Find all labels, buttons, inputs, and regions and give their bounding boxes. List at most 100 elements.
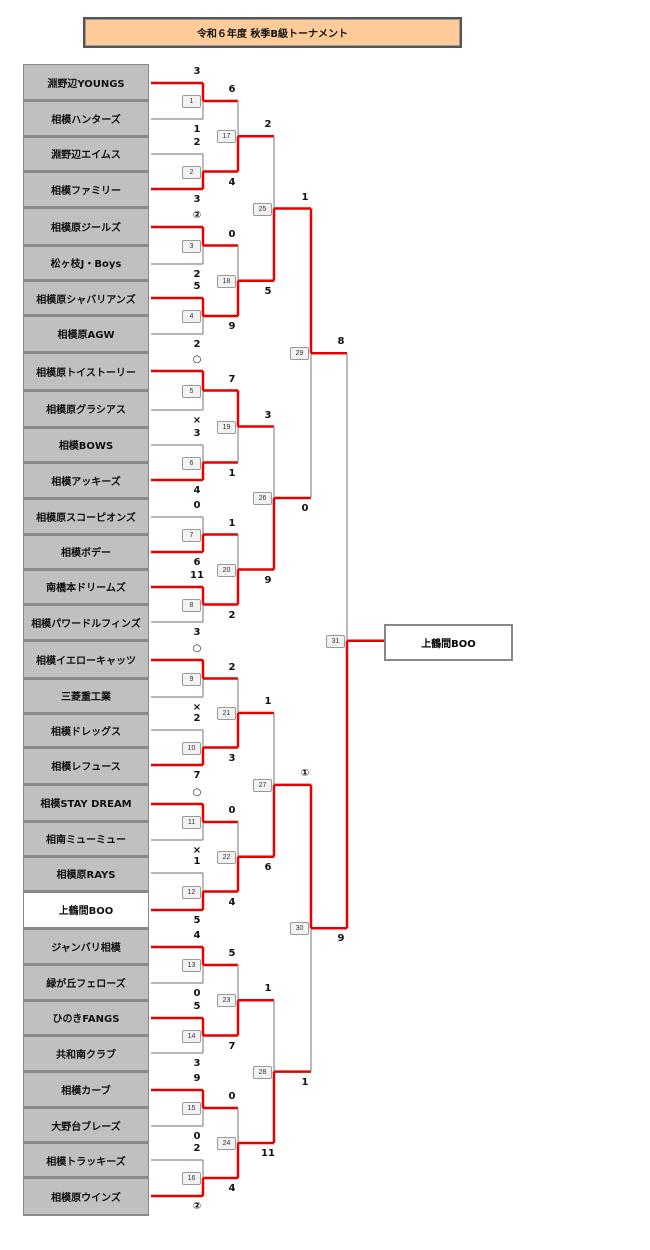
match-number-badge: 16 [182,1172,201,1185]
score-top: 1 [301,191,309,203]
match-number-badge: 18 [217,274,236,288]
score-bottom: 1 [193,124,201,135]
team-box: 相模ファミリー [23,171,149,208]
score-bottom: 5 [264,285,272,297]
score-bottom: × [192,702,202,713]
team-box: 相模原AGW [23,316,149,353]
match-number-badge: 11 [182,816,201,829]
team-box: ひのきFANGS [23,1000,149,1036]
score-bottom: 6 [193,557,201,568]
match-number-badge: 23 [217,994,236,1008]
team-box: 淵野辺YOUNGS [23,64,149,101]
score-top: 5 [193,1001,201,1012]
team-box: 相模ボデー [23,534,149,570]
tournament-title: 令和６年度 秋季B級トーナメント [83,17,462,48]
score-bottom: 4 [193,485,201,496]
team-box: 相模STAY DREAM [23,784,149,822]
team-box: 相模原RAYS [23,856,149,892]
team-box: 緑が丘フェローズ [23,965,149,1001]
team-box: 相模イエローキャッツ [23,641,149,679]
score-bottom: 1 [301,1076,309,1088]
team-box: 相模トラッキーズ [23,1143,149,1178]
score-top: ○ [192,643,202,654]
score-bottom: 3 [193,194,201,205]
team-box: 相模パワードルフィンズ [23,604,149,641]
score-top: 0 [228,228,236,240]
team-box: 淵野辺エイムス [23,136,149,172]
match-number-badge: 28 [253,1065,272,1079]
score-top: 2 [193,137,201,148]
score-bottom: 2 [193,339,201,350]
score-top: 2 [264,119,272,131]
match-number-badge: 17 [217,130,236,144]
score-bottom: 4 [228,896,236,908]
team-box: 三菱重工業 [23,678,149,714]
match-number-badge: 29 [290,347,309,361]
score-top: 4 [193,930,201,941]
score-bottom: 9 [337,933,345,945]
score-top: 0 [228,1091,236,1102]
score-bottom: 0 [193,988,201,999]
team-box: 相模アッキーズ [23,462,149,499]
team-box: 相模原ジールズ [23,208,149,246]
match-number-badge: 5 [182,384,201,398]
match-number-badge: 12 [182,885,201,899]
score-top: 1 [228,517,236,529]
match-number-badge: 6 [182,456,201,470]
score-top: 5 [228,948,236,959]
match-number-badge: 27 [253,778,272,792]
score-top: 3 [193,428,201,439]
match-number-badge: 26 [253,492,272,505]
match-number-badge: 8 [182,598,201,612]
score-top: 2 [228,661,236,673]
score-bottom: ② [192,1201,202,1212]
match-number-badge: 25 [253,202,272,216]
team-box: 相模原スコーピオンズ [23,498,149,535]
match-number-badge: 24 [217,1137,236,1150]
team-box: 相模カーブ [23,1071,149,1108]
score-top: ○ [192,354,202,365]
match-number-badge: 21 [217,707,236,720]
match-number-badge: 9 [182,672,201,686]
score-top: 1 [193,856,201,867]
match-number-badge: 20 [217,563,236,577]
score-top: ○ [192,787,202,798]
score-top: 5 [193,281,201,292]
score-bottom: × [192,415,202,426]
score-bottom: 1 [228,467,236,479]
team-box: 相模BOWS [23,427,149,463]
match-number-badge: 3 [182,239,201,253]
score-bottom: 7 [193,770,201,781]
team-box: 相模レフュース [23,747,149,785]
score-bottom: 0 [301,503,309,514]
score-bottom: 6 [264,861,272,873]
team-box: 相模ドレッグス [23,713,149,748]
score-bottom: × [192,845,202,856]
match-number-badge: 22 [217,850,236,864]
score-bottom: 7 [228,1040,236,1052]
score-top: 0 [193,500,201,511]
team-box: 相模原グラシアス [23,390,149,428]
match-number-badge: 4 [182,310,201,323]
team-box: 大野台ブレーズ [23,1108,149,1143]
score-top: 9 [193,1073,201,1084]
match-number-badge: 1 [182,95,201,108]
champion-box: 上鶴間BOO [384,624,513,661]
score-top: ① [300,767,310,779]
match-number-badge: 19 [217,420,236,434]
team-box: 相南ミューミュー [23,822,149,857]
score-bottom: 11 [261,1148,275,1159]
score-bottom: 9 [228,321,236,332]
score-bottom: 4 [228,1183,236,1194]
match-number-badge: 14 [182,1029,201,1043]
team-box: 松ヶ枝J・Boys [23,245,149,281]
match-number-badge: 15 [182,1102,201,1115]
score-top: 2 [193,1143,201,1154]
score-bottom: 3 [193,1058,201,1069]
score-top: 7 [228,373,236,385]
score-top: ② [192,210,202,221]
team-box: 相模原シャバリアンズ [23,281,149,316]
score-bottom: 5 [193,915,201,926]
score-bottom: 3 [193,627,201,638]
